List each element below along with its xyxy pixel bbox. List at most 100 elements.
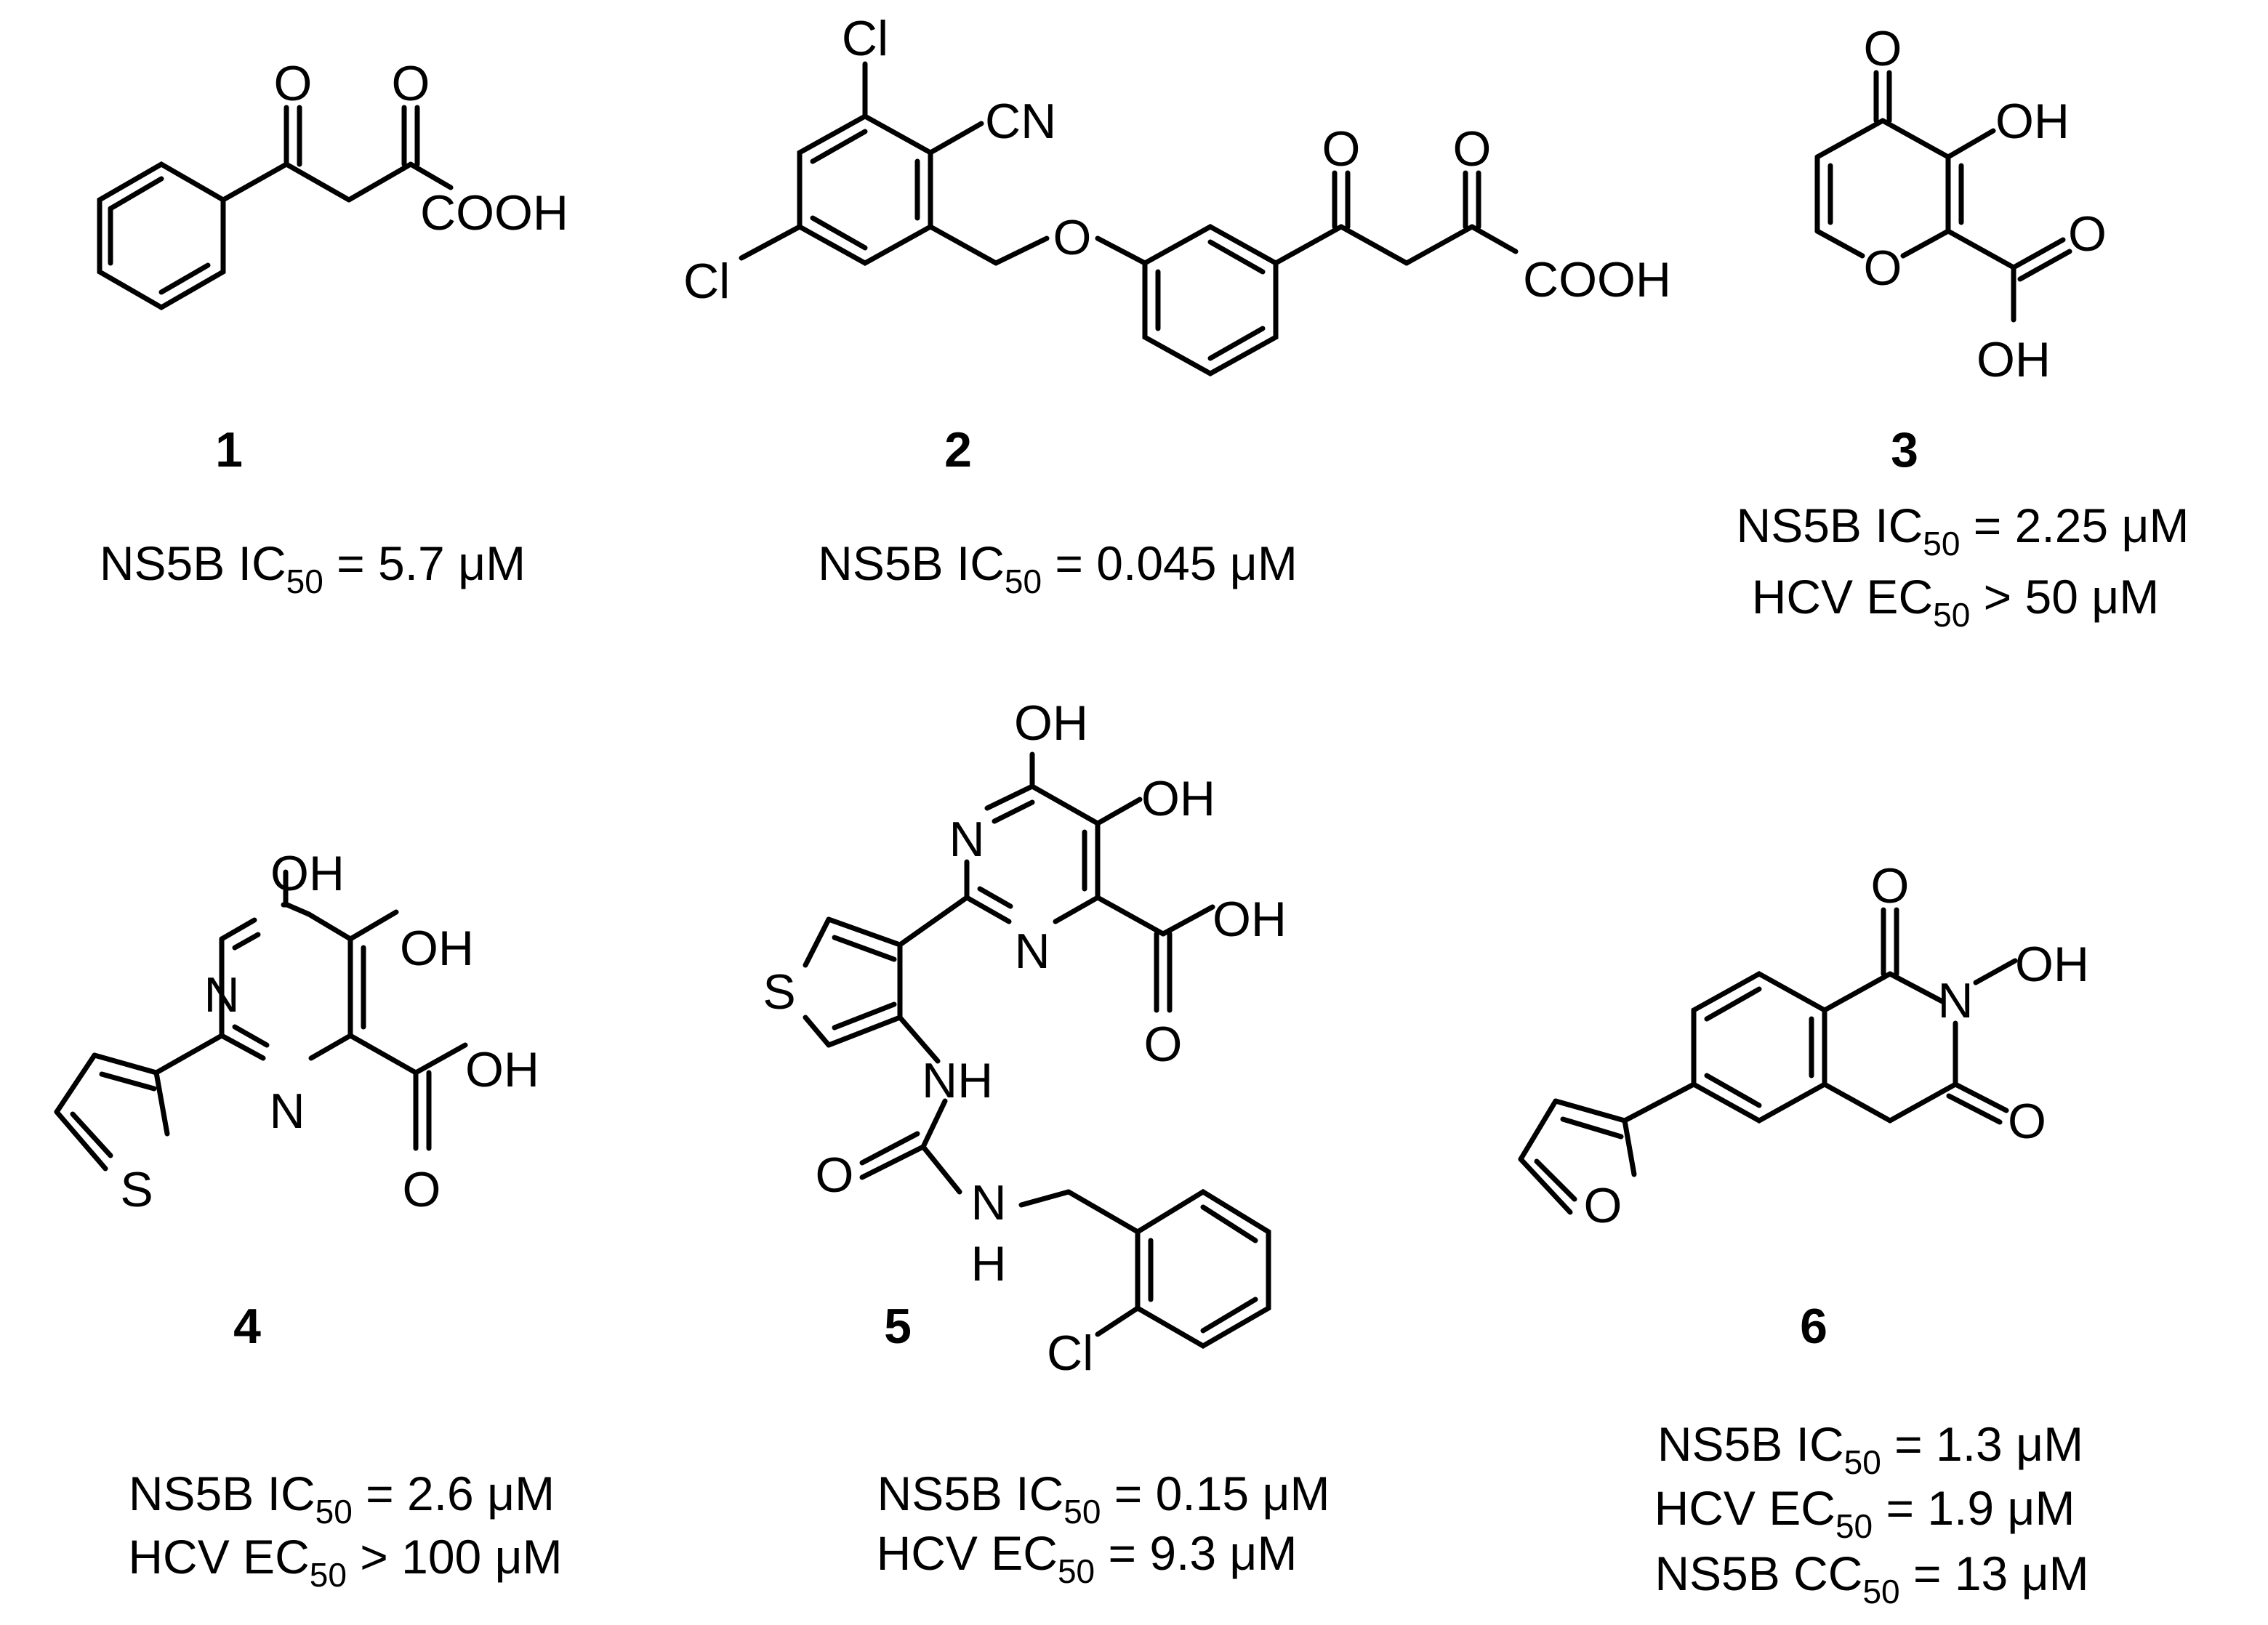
compound-4-number: 4	[233, 1299, 261, 1354]
compound-3-activity-1-label: NS5B IC	[1737, 499, 1923, 552]
compound-5-atom-n-urea: N	[970, 1175, 1006, 1230]
compound-5-activity-2-label: HCV EC	[877, 1526, 1058, 1580]
compound-4-activity-2-value: > 100 μM	[347, 1530, 563, 1584]
compound-1-atom-acid: COOH	[420, 185, 568, 241]
compound-2-activity-1-value: = 0.045 μM	[1042, 536, 1298, 590]
compound-4-atom-n2: N	[269, 1084, 305, 1139]
compound-5-activity-1-label: NS5B IC	[877, 1467, 1064, 1520]
compound-6-atom-o-top: O	[1871, 858, 1910, 914]
compound-1-number: 1	[215, 422, 243, 477]
compound-6-activity-2-value: = 1.9 μM	[1873, 1481, 2075, 1535]
compound-6-activity-line-3: NS5B CC50 = 13 μM	[1654, 1547, 2088, 1610]
compound-5-atom-oh1: OH	[1014, 695, 1088, 751]
compound-5-atom-o-urea: O	[816, 1148, 854, 1203]
compound-5-number: 5	[884, 1299, 912, 1354]
compound-3-activity-2-sub: 50	[1933, 596, 1970, 634]
compound-6-atom-o-bottom: O	[2008, 1094, 2046, 1149]
compound-1-activity-line-1: NS5B IC50 = 5.7 μM	[100, 536, 526, 600]
compound-3-activity-line-2: HCV EC50 > 50 μM	[1752, 570, 2160, 634]
compound-2-atom-cl-top: Cl	[842, 11, 888, 66]
compound-6-activity-1-value: = 1.3 μM	[1881, 1417, 2083, 1471]
compound-2-activity-1-label: NS5B IC	[818, 536, 1005, 590]
compound-6-activity-2-sub: 50	[1835, 1507, 1873, 1545]
compound-5-activity-2-sub: 50	[1058, 1552, 1095, 1590]
compound-5-bonds	[803, 751, 1271, 1350]
compound-6-bonds	[1518, 907, 2018, 1215]
compound-3-activity-2-label: HCV EC	[1752, 570, 1933, 624]
compound-4-atom-oh1: OH	[270, 846, 345, 901]
compound-3-activity-1-value: = 2.25 μM	[1960, 499, 2189, 552]
compound-2-activity-line-1: NS5B IC50 = 0.045 μM	[818, 536, 1298, 600]
compound-5: OH OH N N OH O S NH O N H Cl 5 NS5B IC50…	[763, 695, 1330, 1590]
compound-3-atom-o-ring: O	[1864, 241, 1902, 296]
compound-5-atom-oh-acid: OH	[1213, 892, 1287, 947]
compound-5-atom-cl: Cl	[1047, 1326, 1093, 1381]
compound-4-activity-line-2: HCV EC50 > 100 μM	[128, 1530, 562, 1594]
compound-2-atom-cn: CN	[985, 94, 1056, 149]
compound-3: O OH O O OH 3 NS5B IC50 = 2.25 μM HCV EC…	[1737, 21, 2189, 634]
compound-5-activity-1-value: = 0.15 μM	[1101, 1467, 1330, 1520]
compound-2-activity-1-sub: 50	[1005, 562, 1042, 600]
compound-3-atom-o-keto: O	[1864, 21, 1902, 76]
compound-3-activity-line-1: NS5B IC50 = 2.25 μM	[1737, 499, 2189, 562]
compound-4-atom-s: S	[120, 1162, 153, 1217]
compound-1: O O COOH 1 NS5B IC50 = 5.7 μM	[97, 56, 568, 600]
compound-6-number: 6	[1800, 1299, 1827, 1354]
compound-6-activity-line-2: HCV EC50 = 1.9 μM	[1654, 1481, 2075, 1545]
compound-3-atom-oh: OH	[1995, 94, 2070, 149]
compound-6-activity-1-sub: 50	[1844, 1443, 1881, 1481]
compound-1-activity-1-value: = 5.7 μM	[323, 536, 526, 590]
compound-5-atom-oh2: OH	[1141, 771, 1215, 826]
compound-1-activity-1-sub: 50	[286, 562, 323, 600]
compound-1-activity-1-label: NS5B IC	[100, 536, 286, 590]
compound-6: O N OH O O 6 NS5B IC50 = 1.3 μM HCV EC50…	[1518, 858, 2089, 1610]
compound-6-activity-3-value: = 13 μM	[1900, 1547, 2089, 1600]
compound-1-atom-o2: O	[392, 56, 430, 111]
compound-1-bonds	[97, 105, 454, 311]
compound-4-activity-1-value: = 2.6 μM	[353, 1467, 555, 1520]
compound-5-atom-n1: N	[949, 812, 984, 867]
compound-4-activity-2-sub: 50	[310, 1556, 347, 1594]
compound-2-atom-acid: COOH	[1523, 252, 1671, 307]
compound-4-activity-2-label: HCV EC	[128, 1530, 309, 1584]
compound-6-atom-n: N	[1937, 973, 1973, 1028]
compound-6-atom-o-furan: O	[1584, 1178, 1622, 1233]
compound-5-activity-line-2: HCV EC50 = 9.3 μM	[877, 1526, 1298, 1590]
compound-2-atom-o1: O	[1322, 121, 1361, 177]
compound-5-atom-nh1: NH	[922, 1053, 993, 1108]
compound-5-activity-1-sub: 50	[1063, 1493, 1101, 1531]
compound-3-activity-1-sub: 50	[1923, 525, 1960, 562]
compound-2-atom-o-ether: O	[1053, 210, 1092, 265]
compound-5-atom-n2: N	[1014, 924, 1050, 979]
compound-4-activity-1-label: NS5B IC	[129, 1467, 315, 1520]
compound-4-atom-o-acid: O	[403, 1162, 441, 1217]
compound-5-activity-2-value: = 9.3 μM	[1095, 1526, 1297, 1580]
compound-3-activity-2-value: > 50 μM	[1970, 570, 2159, 624]
compound-3-atom-oh-acid: OH	[1977, 332, 2051, 387]
compound-2-number: 2	[944, 422, 972, 477]
compound-4-activity-1-sub: 50	[315, 1493, 353, 1531]
compound-2-atom-o2: O	[1453, 121, 1492, 177]
compound-3-bonds	[1814, 70, 2072, 323]
compound-1-atom-o1: O	[274, 56, 313, 111]
compound-2-atom-cl-left: Cl	[683, 254, 730, 309]
compound-4-bonds	[54, 869, 468, 1172]
compound-4-atom-oh2: OH	[400, 921, 474, 976]
compound-2-bonds	[739, 61, 1519, 377]
compound-6-activity-3-label: NS5B CC	[1654, 1547, 1862, 1600]
compound-6-activity-2-label: HCV EC	[1654, 1481, 1835, 1535]
compound-3-atom-o-acid: O	[2068, 206, 2107, 262]
compound-2: Cl CN Cl O O O COOH 2 NS5B IC50 = 0.045 …	[683, 11, 1671, 600]
compound-4-atom-n1: N	[204, 967, 239, 1023]
compound-4: OH OH N N OH O S 4 NS5B IC50 = 2.6 μM HC…	[54, 846, 563, 1594]
compound-4-activity-line-1: NS5B IC50 = 2.6 μM	[129, 1467, 555, 1531]
compound-5-activity-line-1: NS5B IC50 = 0.15 μM	[877, 1467, 1330, 1531]
compound-6-activity-3-sub: 50	[1862, 1573, 1899, 1610]
compound-5-atom-h-urea: H	[970, 1236, 1006, 1291]
compound-5-atom-s: S	[763, 964, 795, 1020]
compound-6-activity-1-label: NS5B IC	[1657, 1417, 1844, 1471]
compound-5-atom-o-acid: O	[1144, 1017, 1183, 1072]
compound-6-activity-line-1: NS5B IC50 = 1.3 μM	[1657, 1417, 2083, 1481]
compound-3-number: 3	[1891, 422, 1918, 477]
